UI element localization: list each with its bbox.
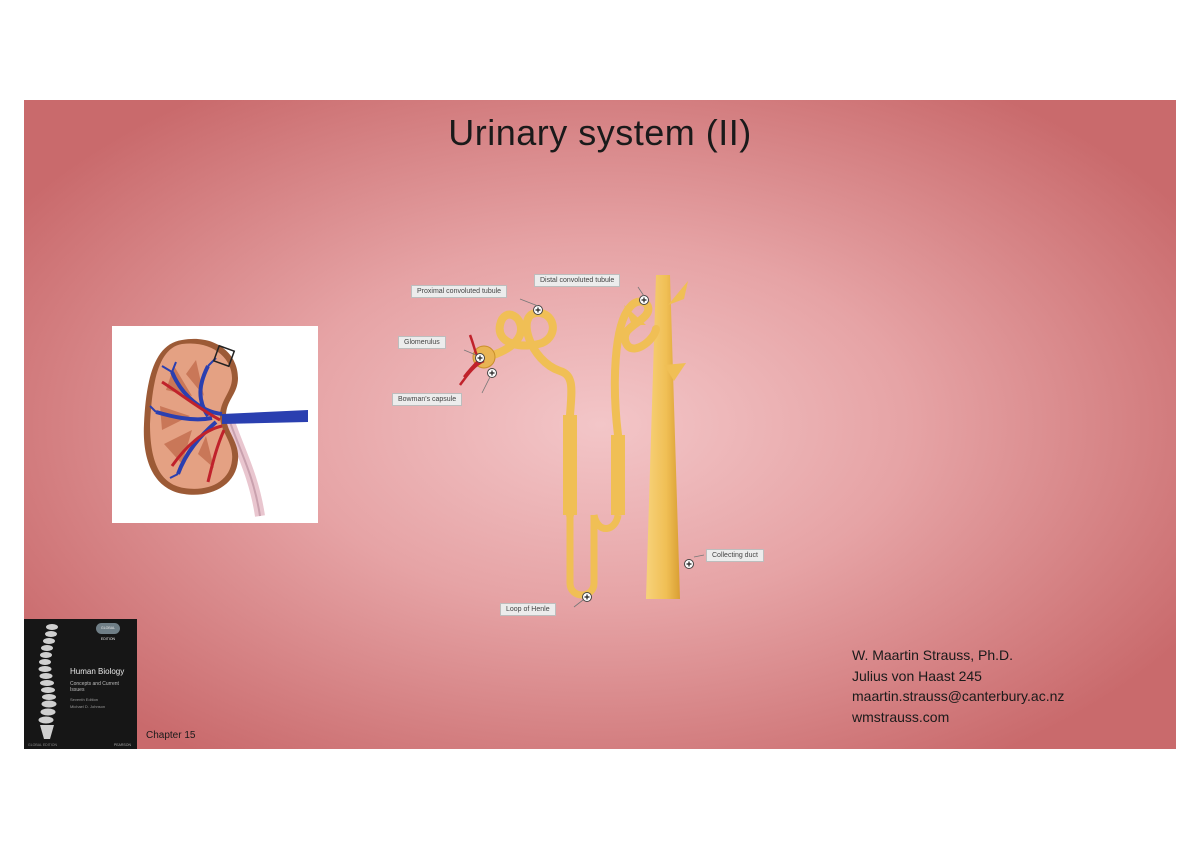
nephron-illustration: [458, 275, 705, 608]
spine-skeleton-icon: [38, 624, 58, 739]
kidney-cross-section-icon: [143, 338, 308, 517]
label-distal-tubule: Distal convoluted tubule: [534, 274, 621, 287]
contact-name: W. Maartin Strauss, Ph.D.: [852, 647, 1014, 663]
book-cover: GLOBAL EDITION Human Biology Concepts an…: [24, 619, 137, 749]
contact-info: W. Maartin Strauss, Ph.D. Julius von Haa…: [852, 645, 1064, 727]
contact-email[interactable]: maartin.strauss@canterbury.ac.nz: [852, 688, 1065, 704]
book-subtitle: Concepts and Current Issues: [70, 681, 119, 693]
book-author: Michael D. Johnson: [70, 704, 106, 709]
slide-title: Urinary system (II): [448, 112, 752, 153]
label-bowmans-capsule: Bowman's capsule: [392, 393, 463, 406]
kidney-image: [112, 326, 318, 523]
slide: Urinary system (II): [24, 100, 1176, 749]
label-glomerulus: Glomerulus: [398, 336, 446, 349]
contact-office: Julius von Haast 245: [852, 667, 982, 684]
label-loop-of-henle: Loop of Henle: [500, 603, 556, 616]
book-title: Human Biology: [70, 667, 125, 676]
book-badge: GLOBAL EDITION: [96, 623, 120, 641]
contact-website[interactable]: wmstrauss.com: [852, 708, 950, 725]
book-publisher: PEARSON: [113, 743, 131, 747]
chapter-label: Chapter 15: [146, 730, 196, 741]
book-edition: Seventh Edition: [70, 697, 99, 702]
book-footer: GLOBAL EDITION: [28, 743, 58, 747]
label-collecting-duct: Collecting duct: [706, 549, 764, 562]
nephron-diagram: Proximal convoluted tubule Distal convol…: [384, 265, 804, 625]
label-proximal-tubule: Proximal convoluted tubule: [411, 285, 508, 298]
